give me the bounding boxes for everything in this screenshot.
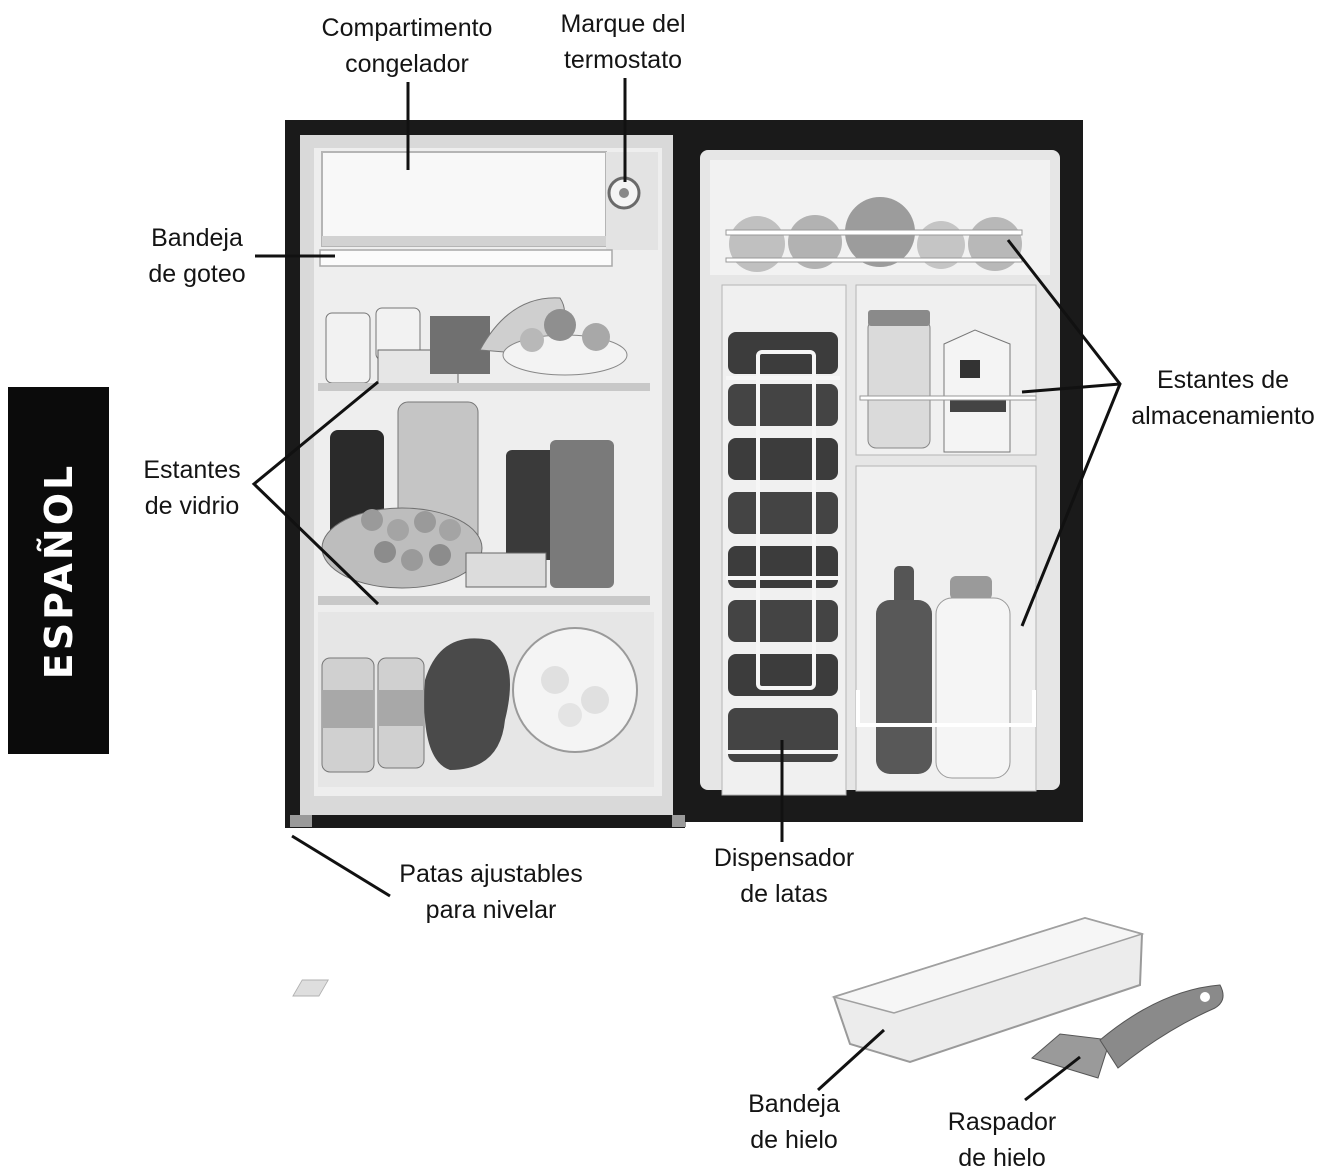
thermostat-dial xyxy=(606,152,658,250)
can-dispenser-rack xyxy=(726,350,840,754)
door-bottles xyxy=(856,566,1036,779)
drip-tray xyxy=(319,249,613,267)
door-fruit xyxy=(725,197,1023,272)
language-tab: ESPAÑOL xyxy=(8,387,109,754)
middle-shelf-food xyxy=(321,401,614,589)
upper-shelf-food xyxy=(325,297,628,385)
door-shelf-items xyxy=(859,310,1037,453)
ice-tray xyxy=(292,916,1145,1064)
ice-scraper xyxy=(1030,984,1224,1079)
language-tab-label: ESPAÑOL xyxy=(36,462,81,679)
glass-shelf-upper xyxy=(318,383,650,391)
crisper-food xyxy=(318,612,654,787)
freezer-compartment xyxy=(321,151,607,247)
glass-shelf-lower xyxy=(318,596,650,605)
leader-lines xyxy=(251,78,1122,1102)
